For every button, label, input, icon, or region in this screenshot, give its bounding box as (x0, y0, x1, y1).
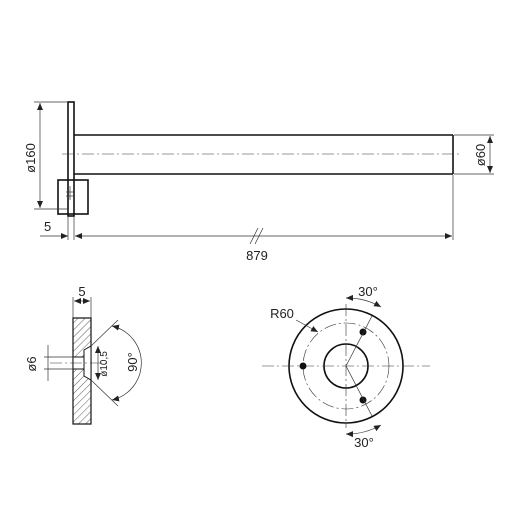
radial-top (345, 315, 373, 367)
dim-arm-length: 879 (246, 248, 268, 263)
break-mark-2 (254, 227, 264, 245)
angle-arc-bottom (345, 424, 382, 438)
dim-bolt-circle-radius: R60 (270, 306, 294, 321)
break-mark-1 (249, 227, 259, 245)
r60-leader (295, 319, 319, 333)
dim-arm-diameter: ø60 (473, 144, 488, 166)
angle-leg-top (90, 319, 119, 347)
dim-angle-top: 30° (358, 284, 378, 299)
dim-section-thickness: 5 (78, 284, 85, 299)
bolt-hole-top-right (359, 328, 367, 336)
section-view: 5 ø6 ø10,5 90° (24, 284, 142, 425)
radial-bottom (345, 365, 373, 417)
dim-plate-thickness: 5 (44, 219, 51, 234)
angle-arc-top (345, 294, 382, 308)
wall-plate (67, 101, 75, 217)
dim-hole-diameter: ø6 (24, 356, 39, 371)
bolt-hole-bottom-right (359, 396, 367, 404)
dim-angle-bottom: 30° (354, 435, 374, 450)
side-view: ø160 ø60 5 879 (23, 101, 494, 263)
dim-plate-diameter: ø160 (23, 143, 38, 173)
angle-leg-bottom (90, 379, 119, 407)
dim-countersink-diameter: ø10,5 (99, 351, 110, 377)
dim-countersink-angle: 90° (125, 352, 140, 372)
connector-box (57, 179, 89, 215)
plate-view: 30° 30° R60 (262, 284, 430, 450)
angle-arc-90 (111, 324, 142, 402)
bolt-hole-left (299, 362, 307, 370)
